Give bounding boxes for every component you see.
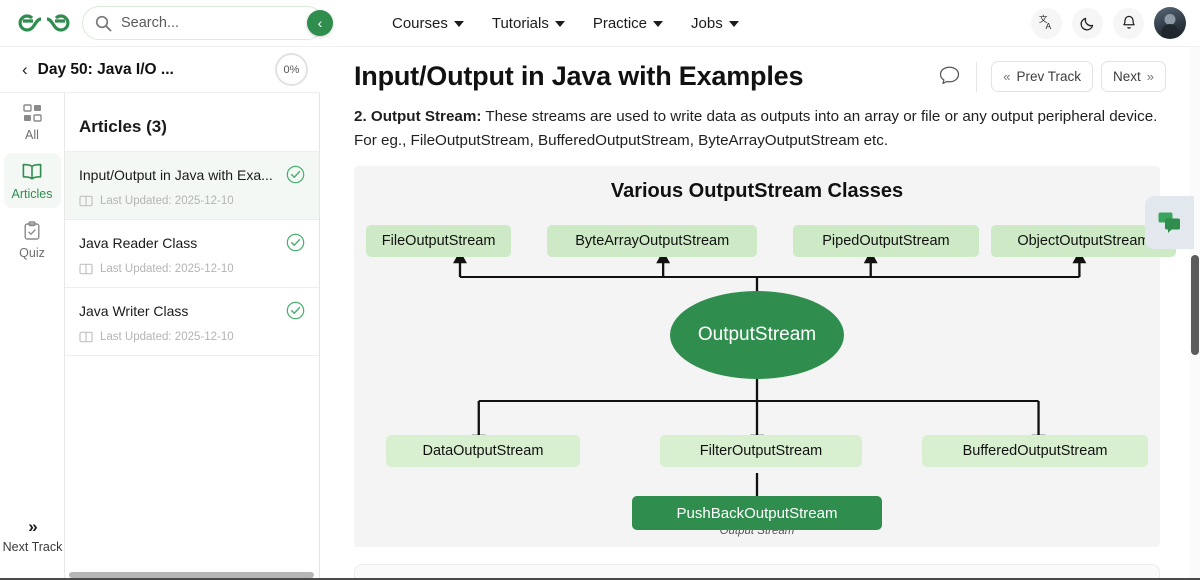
nav-label-tutorials: Tutorials bbox=[491, 14, 549, 32]
notifications-bell-icon[interactable] bbox=[1113, 7, 1144, 39]
nav-item-jobs[interactable]: Jobs bbox=[691, 15, 739, 32]
sidebar-item-articles[interactable]: Articles bbox=[3, 153, 61, 208]
clipboard-check-icon bbox=[24, 221, 40, 240]
book-icon bbox=[79, 195, 93, 207]
grid-icon bbox=[22, 104, 42, 122]
nav-label-practice: Practice bbox=[592, 14, 648, 32]
main-content: Input/Output in Java with Examples « Pre… bbox=[320, 47, 1188, 580]
article-updated: Last Updated: 2025-12-10 bbox=[100, 195, 234, 207]
diagram-connectors bbox=[453, 250, 1087, 510]
svg-text:文: 文 bbox=[1039, 14, 1048, 24]
left-icon-rail: All Articles Quiz » Next Track bbox=[0, 47, 65, 580]
node-byte-array-output-stream: ByteArrayOutputStream bbox=[547, 225, 757, 258]
article-meta: Last Updated: 2025-12-10 bbox=[79, 195, 305, 207]
double-chevron-right-icon: » bbox=[28, 517, 38, 536]
node-filter-output-stream: FilterOutputStream bbox=[660, 435, 862, 468]
sidebar-header: ‹ Day 50: Java I/O ... 0% bbox=[0, 47, 320, 93]
check-circle-icon bbox=[286, 301, 305, 320]
node-data-output-stream: DataOutputStream bbox=[386, 435, 580, 468]
top-navigation-bar: Search... Courses Tutorials Practice Job… bbox=[0, 0, 1200, 47]
node-file-output-stream: FileOutputStream bbox=[366, 225, 512, 258]
course-sidebar: ‹ Day 50: Java I/O ... 0% Articles (3) I… bbox=[0, 47, 320, 580]
chevron-down-icon bbox=[653, 21, 664, 27]
svg-text:A: A bbox=[1045, 21, 1051, 31]
articles-section-heading: Articles (3) bbox=[79, 117, 167, 136]
track-navigation: « Prev Track Next » bbox=[991, 61, 1166, 92]
comment-bubble-icon[interactable] bbox=[937, 64, 962, 89]
articles-list: Input/Output in Java with Exa... Last Up… bbox=[65, 151, 319, 356]
progress-badge: 0% bbox=[275, 53, 308, 86]
sidebar-title: Day 50: Java I/O ... bbox=[37, 60, 174, 78]
search-icon bbox=[95, 15, 112, 31]
node-output-stream-root: OutputStream bbox=[670, 291, 844, 380]
figure-diagram: FileOutputStream ByteArrayOutputStream P… bbox=[354, 219, 1177, 531]
collapse-sidebar-button[interactable]: ‹ bbox=[307, 10, 333, 36]
output-stream-figure: Various OutputStream Classes bbox=[354, 166, 1177, 548]
nav-label-jobs: Jobs bbox=[691, 14, 723, 32]
dark-mode-icon[interactable] bbox=[1072, 7, 1103, 39]
node-piped-output-stream: PipedOutputStream bbox=[793, 225, 979, 258]
list-item[interactable]: Java Writer Class Last Updated: 2025-12-… bbox=[65, 288, 319, 356]
avatar[interactable] bbox=[1154, 7, 1186, 39]
chevron-down-icon bbox=[453, 21, 464, 27]
nav-item-practice[interactable]: Practice bbox=[592, 14, 664, 32]
nav-item-tutorials[interactable]: Tutorials bbox=[492, 15, 565, 32]
search-input[interactable]: Search... bbox=[82, 6, 324, 40]
figure-title: Various OutputStream Classes bbox=[610, 180, 904, 203]
sidebar-item-all[interactable]: All bbox=[4, 95, 61, 149]
chevron-down-icon bbox=[554, 21, 565, 27]
prev-track-label: Prev Track bbox=[1016, 69, 1081, 84]
next-label: Next bbox=[1113, 69, 1141, 84]
nav-item-courses[interactable]: Courses bbox=[392, 15, 464, 32]
chevron-down-icon bbox=[728, 21, 739, 27]
sidebar-horizontal-scrollbar[interactable] bbox=[69, 572, 314, 578]
list-item[interactable]: Java Reader Class Last Updated: 2025-12-… bbox=[65, 220, 319, 288]
page-title: Input/Output in Java with Examples bbox=[354, 61, 804, 91]
double-chevron-left-icon: « bbox=[1003, 69, 1011, 84]
back-chevron-icon[interactable]: ‹ bbox=[22, 59, 28, 79]
list-item[interactable]: Input/Output in Java with Exa... Last Up… bbox=[65, 152, 319, 220]
content-paragraph: 2. Output Stream: These streams are used… bbox=[320, 92, 1188, 152]
rail-label-articles: Articles bbox=[11, 187, 53, 201]
content-header: Input/Output in Java with Examples « Pre… bbox=[320, 47, 1188, 92]
search-placeholder: Search... bbox=[121, 15, 180, 31]
double-chevron-right-icon: » bbox=[1146, 69, 1154, 84]
paragraph-lead: 2. Output Stream: bbox=[354, 108, 482, 125]
page-scrollbar-thumb[interactable] bbox=[1191, 255, 1199, 355]
chat-bubbles-icon bbox=[1158, 212, 1180, 233]
article-updated: Last Updated: 2025-12-10 bbox=[100, 263, 234, 275]
sidebar-item-quiz[interactable]: Quiz bbox=[4, 212, 61, 267]
check-circle-icon bbox=[286, 165, 305, 184]
check-circle-icon bbox=[286, 233, 305, 252]
article-meta: Last Updated: 2025-12-10 bbox=[79, 263, 305, 275]
next-track-button[interactable]: » Next Track bbox=[0, 517, 65, 554]
book-icon bbox=[79, 331, 93, 343]
paragraph-body: These streams are used to write data as … bbox=[354, 108, 1158, 149]
article-title: Java Writer Class bbox=[79, 302, 189, 319]
book-icon bbox=[79, 263, 93, 275]
node-pushback-output-stream: PushBackOutputStream bbox=[632, 496, 882, 531]
book-icon bbox=[22, 163, 42, 180]
rail-label-quiz: Quiz bbox=[19, 246, 45, 260]
top-nav-actions: 文 A bbox=[1031, 7, 1186, 39]
article-title: Java Reader Class bbox=[79, 234, 198, 251]
nav-label-courses: Courses bbox=[392, 14, 448, 32]
main-menu: Courses Tutorials Practice Jobs bbox=[392, 15, 739, 32]
geeksforgeeks-logo[interactable] bbox=[18, 8, 70, 38]
node-buffered-output-stream: BufferedOutputStream bbox=[922, 435, 1148, 468]
article-updated: Last Updated: 2025-12-10 bbox=[100, 331, 234, 343]
next-content-card bbox=[354, 564, 1160, 580]
article-meta: Last Updated: 2025-12-10 bbox=[79, 331, 305, 343]
prev-track-button[interactable]: « Prev Track bbox=[991, 61, 1093, 92]
next-button[interactable]: Next » bbox=[1101, 61, 1166, 92]
chat-widget-button[interactable] bbox=[1145, 196, 1194, 249]
window-bottom-edge bbox=[0, 578, 1200, 580]
next-track-label: Next Track bbox=[2, 540, 63, 554]
translate-icon[interactable]: 文 A bbox=[1031, 7, 1062, 39]
article-title: Input/Output in Java with Exa... bbox=[79, 166, 273, 183]
rail-label-all: All bbox=[25, 128, 39, 142]
header-divider bbox=[976, 61, 978, 92]
